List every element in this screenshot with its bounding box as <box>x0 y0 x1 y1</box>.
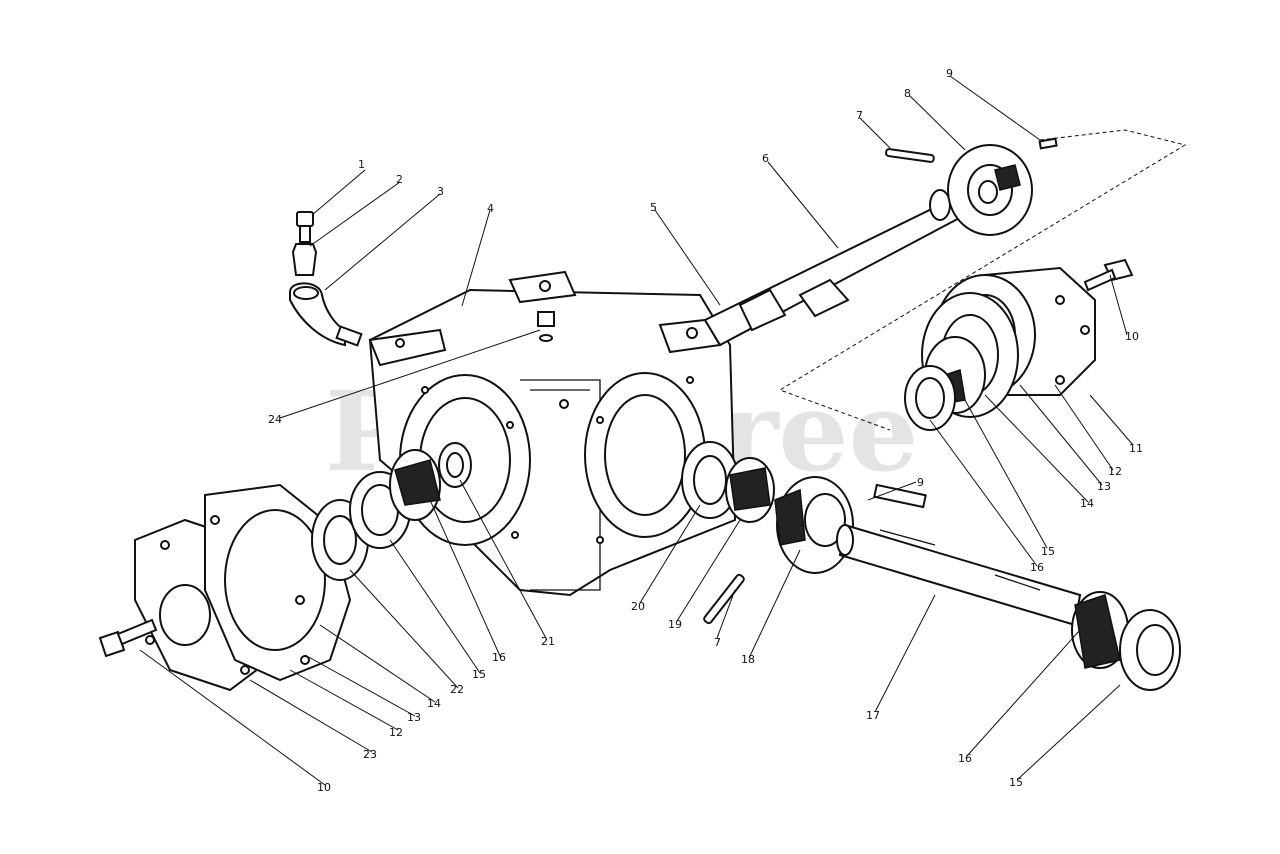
bearing-lower <box>1071 591 1129 669</box>
bearing-center <box>725 457 775 523</box>
callout-10-right: 10 <box>1125 330 1139 343</box>
callout-7-middle: 7 <box>714 636 721 649</box>
callout-14-right: 14 <box>1080 497 1094 510</box>
bearing-cup-right <box>904 365 956 431</box>
callout-13-left: 13 <box>407 711 421 724</box>
thrust-washer-left <box>438 442 472 488</box>
bevel-gear-center <box>774 476 854 574</box>
callout-11: 11 <box>1129 442 1143 455</box>
callout-24: 24 <box>268 413 282 426</box>
callout-19: 19 <box>668 618 682 631</box>
callout-10-left: 10 <box>317 781 331 794</box>
pipe-plug <box>537 311 555 342</box>
callout-12-right: 12 <box>1108 465 1122 478</box>
callout-14-left: 14 <box>427 697 441 710</box>
leader-lines <box>139 75 1134 786</box>
output-shaft <box>836 523 1082 627</box>
callout-5: 5 <box>650 201 657 214</box>
elbow-fitting <box>289 282 363 347</box>
callout-16-lower: 16 <box>958 752 972 765</box>
callout-3: 3 <box>437 185 444 198</box>
grease-fitting <box>291 211 318 276</box>
callout-16-left: 16 <box>492 651 506 664</box>
callout-15-right: 15 <box>1041 545 1055 558</box>
callout-12-left: 12 <box>389 726 403 739</box>
callout-1: 1 <box>358 158 365 171</box>
callout-8: 8 <box>904 87 911 100</box>
bolt-left <box>98 618 158 658</box>
callout-21: 21 <box>541 635 555 648</box>
input-shaft <box>703 189 967 347</box>
callout-16-right: 16 <box>1030 561 1044 574</box>
callout-2: 2 <box>396 173 403 186</box>
bearing-left <box>389 449 441 521</box>
callout-18: 18 <box>741 653 755 666</box>
key <box>1038 137 1058 150</box>
bearing-cup-lower <box>1119 609 1181 691</box>
callout-6: 6 <box>762 152 769 165</box>
callout-9-top: 9 <box>946 67 953 80</box>
callout-labels: 1 2 3 4 5 6 7 8 9 10 11 12 13 14 15 16 2… <box>268 67 1143 794</box>
bolt-right <box>1083 258 1134 292</box>
roll-pin-middle <box>703 573 745 625</box>
key-middle <box>873 483 927 509</box>
callout-13-right: 13 <box>1097 480 1111 493</box>
callout-4: 4 <box>487 202 494 215</box>
callout-15-lower: 15 <box>1009 776 1023 789</box>
callout-20: 20 <box>631 600 645 613</box>
roll-pin <box>885 148 935 163</box>
bearing-cup-center <box>681 441 739 519</box>
gear-collar <box>947 144 1033 236</box>
callout-17: 17 <box>866 709 880 722</box>
callout-9-middle: 9 <box>917 476 924 489</box>
callout-22: 22 <box>450 683 464 696</box>
callout-23: 23 <box>363 748 377 761</box>
callout-15-left: 15 <box>472 668 486 681</box>
callout-7-top: 7 <box>856 109 863 122</box>
